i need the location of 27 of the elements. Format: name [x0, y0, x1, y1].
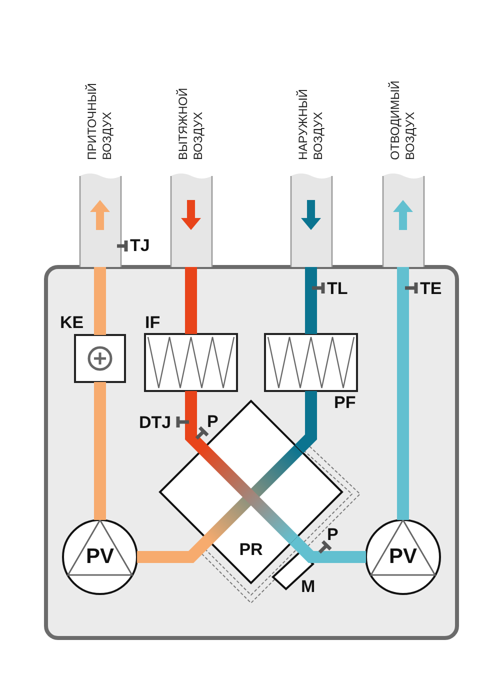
- air-duct-line: [397, 267, 409, 520]
- sensor-label: P: [207, 413, 218, 430]
- air-duct-line: [94, 267, 106, 335]
- air-duct-line: [94, 382, 106, 520]
- component-label: M: [301, 578, 316, 595]
- unit-casing: [44, 265, 459, 640]
- air-duct-line: [185, 391, 208, 454]
- air-duct-line: [305, 267, 317, 334]
- component-label: IF: [145, 314, 160, 331]
- component-label: PV: [388, 546, 418, 567]
- sensor-label: TL: [327, 280, 348, 297]
- component-label: PR: [238, 541, 264, 558]
- sensor-label: TE: [420, 280, 442, 297]
- component-label: PV: [84, 546, 115, 567]
- duct-label: НАРУЖНЫЙ ВОЗДУХ: [296, 88, 326, 160]
- air-duct-line: [137, 536, 212, 563]
- sensor-label: DTJ: [139, 414, 172, 431]
- duct-label: ВЫТЯЖНОЙ ВОЗДУХ: [176, 86, 206, 160]
- sensor-label: P: [327, 526, 338, 543]
- air-duct-line: [185, 267, 197, 334]
- sensor-label: TJ: [130, 237, 150, 254]
- duct-label: ОТВОДИМЫЙ ВОЗДУХ: [388, 80, 418, 160]
- air-duct-line: [294, 391, 317, 454]
- duct-label: ПРИТОЧНЫЙ ВОЗДУХ: [85, 82, 115, 160]
- component-label: KE: [60, 314, 84, 331]
- air-duct-line: [290, 536, 366, 563]
- component-label: PF: [334, 394, 356, 411]
